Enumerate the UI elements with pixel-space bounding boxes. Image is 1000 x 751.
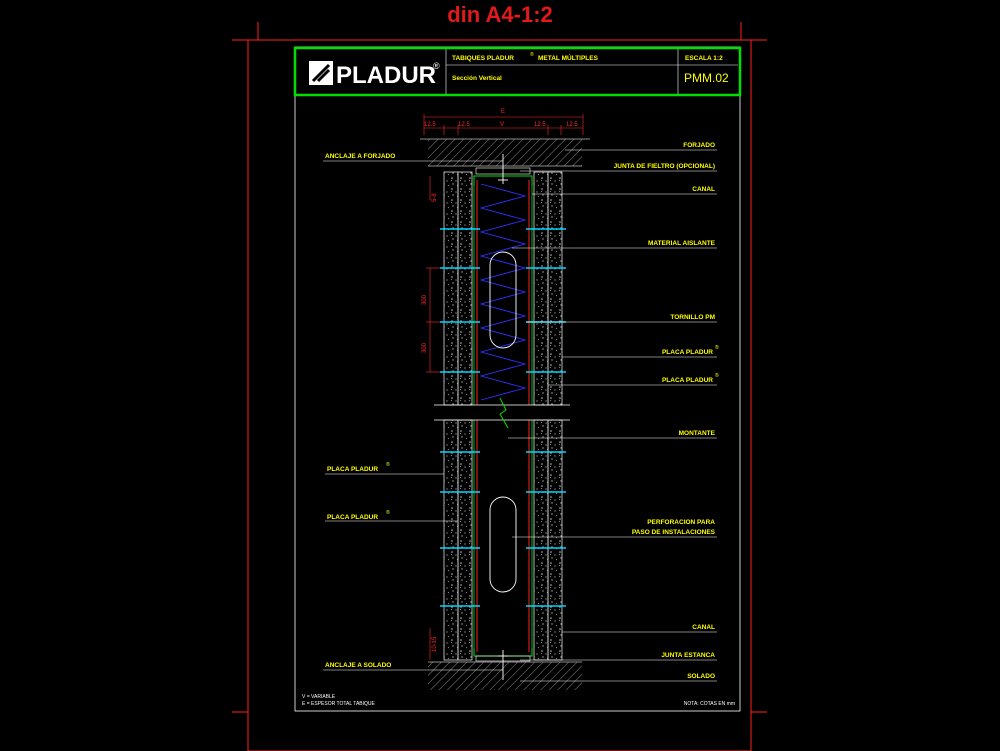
callout-canal-bottom: CANAL — [692, 624, 715, 631]
brand-registered: ® — [433, 61, 440, 71]
system-title: TABIQUES PLADUR — [452, 55, 514, 62]
note-espesor: E = ESPESOR TOTAL TABIQUE — [302, 701, 376, 707]
system-title-registered: ® — [530, 51, 534, 58]
callout-tornillo: TORNILLO PM — [670, 314, 715, 321]
sheet-frame — [232, 22, 767, 751]
callout-junta-fieltro: JUNTA DE FIELTRO (OPCIONAL) — [614, 163, 715, 170]
callout-placa-right-1-reg: ® — [715, 344, 719, 351]
note-variable: V = VARIABLE — [302, 694, 336, 700]
callout-perforacion-1: PERFORACION PARA — [647, 519, 715, 526]
callout-placa-right-2-reg: ® — [715, 372, 719, 379]
anchor-top — [498, 154, 508, 184]
pladur-logo-icon: PLADUR ® — [309, 61, 440, 89]
dim-spacing-1: 300 — [422, 294, 428, 305]
drawing-code: PMM.02 — [684, 71, 729, 85]
dim-top-gap: 5-8 — [432, 193, 438, 202]
left-boards — [443, 171, 473, 661]
break-line — [434, 397, 570, 429]
anchor-bottom — [498, 650, 508, 680]
perforation-slot-upper — [489, 251, 517, 349]
callout-placa-left-1-reg: ® — [386, 461, 390, 468]
dim-bottom-gap: 10-15 — [432, 636, 438, 652]
callout-junta-estanca: JUNTA ESTANCA — [661, 652, 715, 659]
right-boards — [533, 171, 563, 661]
note-cotas: NOTA: COTAS EN mm — [684, 701, 735, 707]
callout-anclaje-solado: ANCLAJE A SOLADO — [325, 662, 391, 669]
slab-top — [420, 138, 590, 167]
brand-wordmark: PLADUR — [336, 62, 436, 89]
dim-spacing-2: 300 — [422, 342, 428, 353]
stud-profiles — [476, 180, 530, 652]
callout-forjado: FORJADO — [683, 142, 715, 149]
system-title-suffix: METAL MÚLTIPLES — [538, 53, 599, 62]
dim-seg-3: V — [500, 122, 504, 128]
callout-placa-right-1: PLACA PLADUR — [662, 349, 713, 356]
callout-solado: SOLADO — [687, 673, 715, 680]
drawing-subtitle: Sección Vertical — [452, 75, 502, 82]
dim-seg-1: 12.5 — [424, 122, 436, 128]
callout-anclaje-forjado: ANCLAJE A FORJADO — [325, 153, 395, 160]
left-leaders — [323, 160, 503, 671]
top-dimensions — [423, 114, 584, 135]
callout-placa-right-2: PLACA PLADUR — [662, 377, 713, 384]
right-leaders — [508, 149, 717, 682]
dim-seg-2: 12.5 — [458, 122, 470, 128]
dim-seg-5: 12.5 — [566, 122, 578, 128]
sheet-title: din A4-1:2 — [447, 2, 553, 27]
insulation-zigzag — [479, 183, 527, 401]
callout-canal-top: CANAL — [692, 186, 715, 193]
callout-placa-left-2-reg: ® — [386, 509, 390, 516]
perforation-slot-lower — [489, 496, 517, 593]
left-dimension-chain — [426, 176, 440, 660]
scale-label: ESCALA 1:2 — [685, 55, 723, 62]
slab-bottom — [428, 661, 582, 690]
callout-material-aislante: MATERIAL AISLANTE — [648, 240, 716, 247]
dim-total: E — [501, 109, 505, 115]
callout-montante: MONTANTE — [679, 430, 716, 437]
callout-placa-left-2: PLACA PLADUR — [327, 514, 378, 521]
callout-placa-left-1: PLACA PLADUR — [327, 466, 378, 473]
dim-seg-4: 12.5 — [534, 122, 546, 128]
callout-perforacion-2: PASO DE INSTALACIONES — [632, 529, 716, 536]
title-block: PLADUR ® TABIQUES PLADUR ® METAL MÚLTIPL… — [293, 46, 742, 97]
